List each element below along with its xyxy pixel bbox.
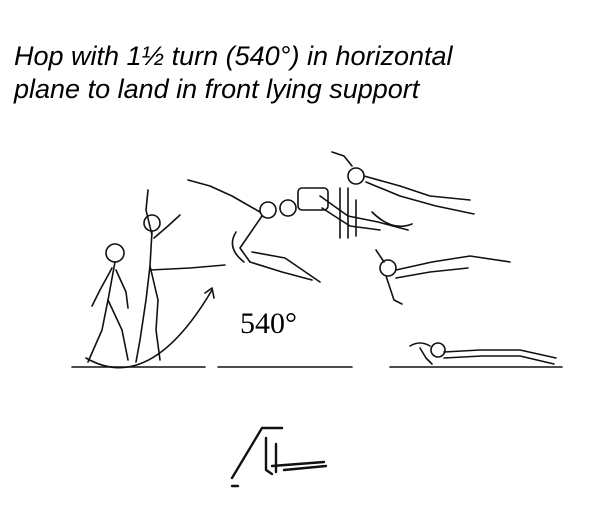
title-line-1: Hop with 1½ turn (540°) in horizontal <box>14 41 453 71</box>
gymnast-figure-turning <box>279 187 413 239</box>
hop-turn-notation-icon <box>230 426 328 488</box>
gymnast-figure-lying <box>409 342 557 365</box>
element-title: Hop with 1½ turn (540°) in horizontal pl… <box>14 40 589 106</box>
gymnast-figure-arm-raised <box>135 189 226 363</box>
gymnast-figure-horizontal <box>331 151 475 215</box>
gymnast-figure-descending <box>375 249 511 305</box>
rotation-arrowhead <box>204 287 215 299</box>
gymnast-figure-diving <box>187 179 321 283</box>
rotation-arc <box>85 289 213 369</box>
title-line-2: plane to land in front lying support <box>14 74 420 104</box>
rotation-degree-label: 540° <box>240 307 297 340</box>
gymnast-figure-standing <box>87 243 129 363</box>
